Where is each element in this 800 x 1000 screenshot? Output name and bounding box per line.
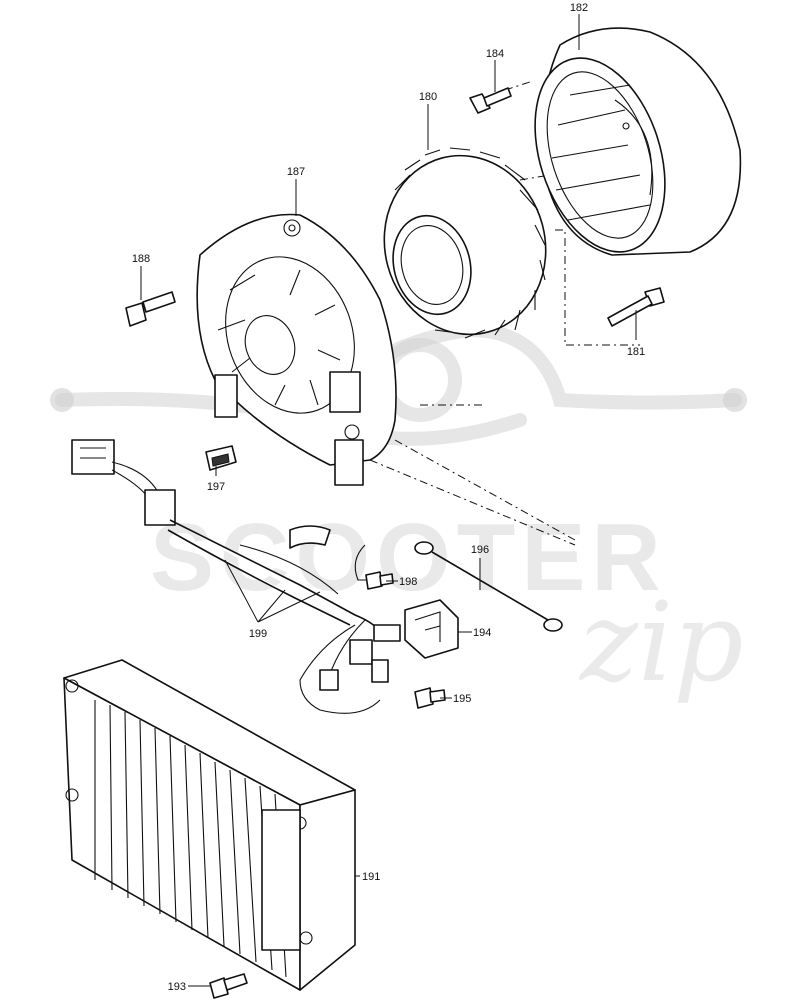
bolt-184 (469, 87, 512, 114)
heat-sink (63, 659, 356, 991)
watermark: SCOOTER zip (50, 322, 747, 706)
end-cover (196, 213, 397, 486)
clip-197 (205, 445, 237, 471)
callout-180: 180 (419, 91, 437, 103)
stator (383, 147, 547, 339)
callout-181: 181 (627, 346, 645, 358)
wire-harness (71, 439, 401, 714)
callout-196: 196 (471, 544, 489, 556)
leader-lines (140, 14, 637, 987)
screw-195 (414, 687, 446, 709)
bolt-188 (125, 291, 176, 327)
callout-188: 188 (132, 253, 150, 265)
rotor-cup (534, 27, 742, 256)
callout-193: 193 (168, 981, 186, 993)
bolt-193 (209, 973, 248, 999)
callout-191: 191 (362, 871, 380, 883)
bolt-181 (607, 287, 665, 327)
watermark-script-text: zip (578, 578, 744, 706)
watermark-brand-text: SCOOTER (150, 504, 667, 611)
callout-198: 198 (399, 576, 417, 588)
callouts: 182 184 180 187 188 181 197 196 198 194 … (132, 2, 645, 993)
callout-195: 195 (453, 693, 471, 705)
callout-194: 194 (473, 627, 491, 639)
callout-184: 184 (486, 48, 504, 60)
callout-182: 182 (570, 2, 588, 14)
ground-wire (414, 541, 563, 632)
screw-198 (365, 571, 394, 590)
callout-197: 197 (207, 481, 225, 493)
connector-block (404, 599, 459, 659)
callout-199: 199 (249, 628, 267, 640)
callout-187: 187 (287, 166, 305, 178)
